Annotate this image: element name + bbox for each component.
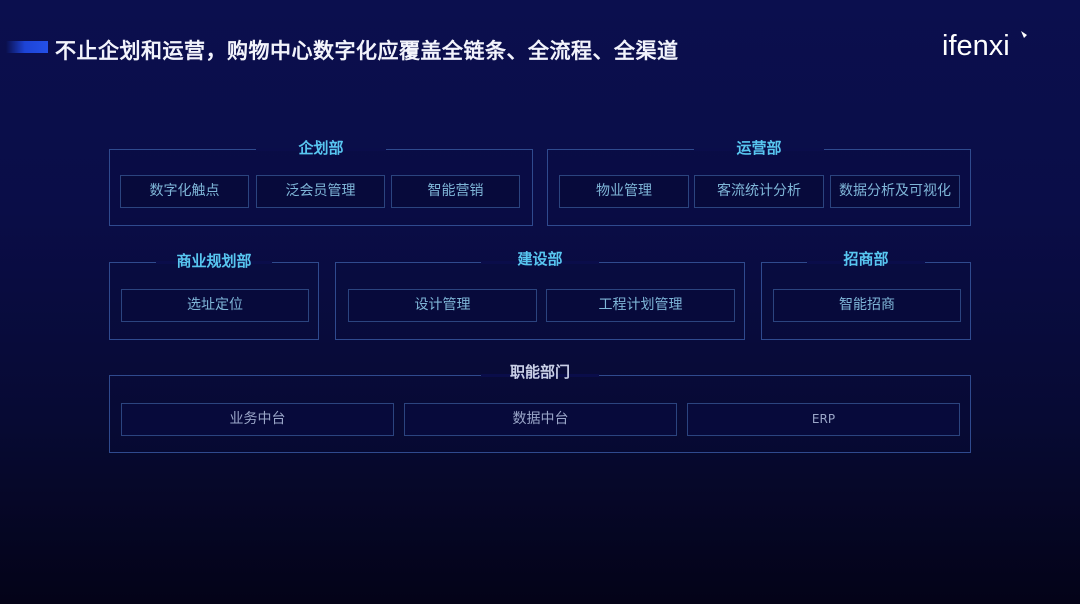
dept-item[interactable]: 泛会员管理 xyxy=(256,175,385,208)
dept-item[interactable]: ERP xyxy=(687,403,960,436)
dept-item[interactable]: 设计管理 xyxy=(348,289,537,322)
title-accent-bar xyxy=(6,41,48,53)
dept-title: 招商部 xyxy=(843,250,889,268)
dept-title: 商业规划部 xyxy=(176,252,252,270)
dept-business-planning: 商业规划部 选址定位 xyxy=(109,252,319,340)
dept-item[interactable]: 智能招商 xyxy=(773,289,961,322)
dept-item[interactable]: 业务中台 xyxy=(121,403,394,436)
dept-item[interactable]: 客流统计分析 xyxy=(694,175,824,208)
dept-item[interactable]: 物业管理 xyxy=(559,175,689,208)
dept-leasing: 招商部 智能招商 xyxy=(761,250,971,340)
dept-item[interactable]: 选址定位 xyxy=(121,289,309,322)
dept-title: 运营部 xyxy=(736,139,782,157)
dept-operations: 运营部 物业管理 客流统计分析 数据分析及可视化 xyxy=(547,139,971,226)
dept-construction: 建设部 设计管理 工程计划管理 xyxy=(335,250,745,340)
dept-title: 企划部 xyxy=(298,139,344,157)
dept-title: 建设部 xyxy=(517,250,563,268)
dept-title: 职能部门 xyxy=(509,363,571,381)
dept-functional: 职能部门 业务中台 数据中台 ERP xyxy=(109,363,971,453)
page-title: 不止企划和运营，购物中心数字化应覆盖全链条、全流程、全渠道 xyxy=(55,39,679,63)
dept-item[interactable]: 数据分析及可视化 xyxy=(830,175,960,208)
dept-item[interactable]: 数据中台 xyxy=(404,403,677,436)
dept-planning: 企划部 数字化触点 泛会员管理 智能营销 xyxy=(109,139,533,226)
dept-item[interactable]: 智能营销 xyxy=(391,175,520,208)
dept-item[interactable]: 工程计划管理 xyxy=(546,289,735,322)
ifenxi-logo: ifenxi xyxy=(942,30,1010,62)
logo-arrow-icon xyxy=(1021,31,1027,38)
dept-item[interactable]: 数字化触点 xyxy=(120,175,249,208)
